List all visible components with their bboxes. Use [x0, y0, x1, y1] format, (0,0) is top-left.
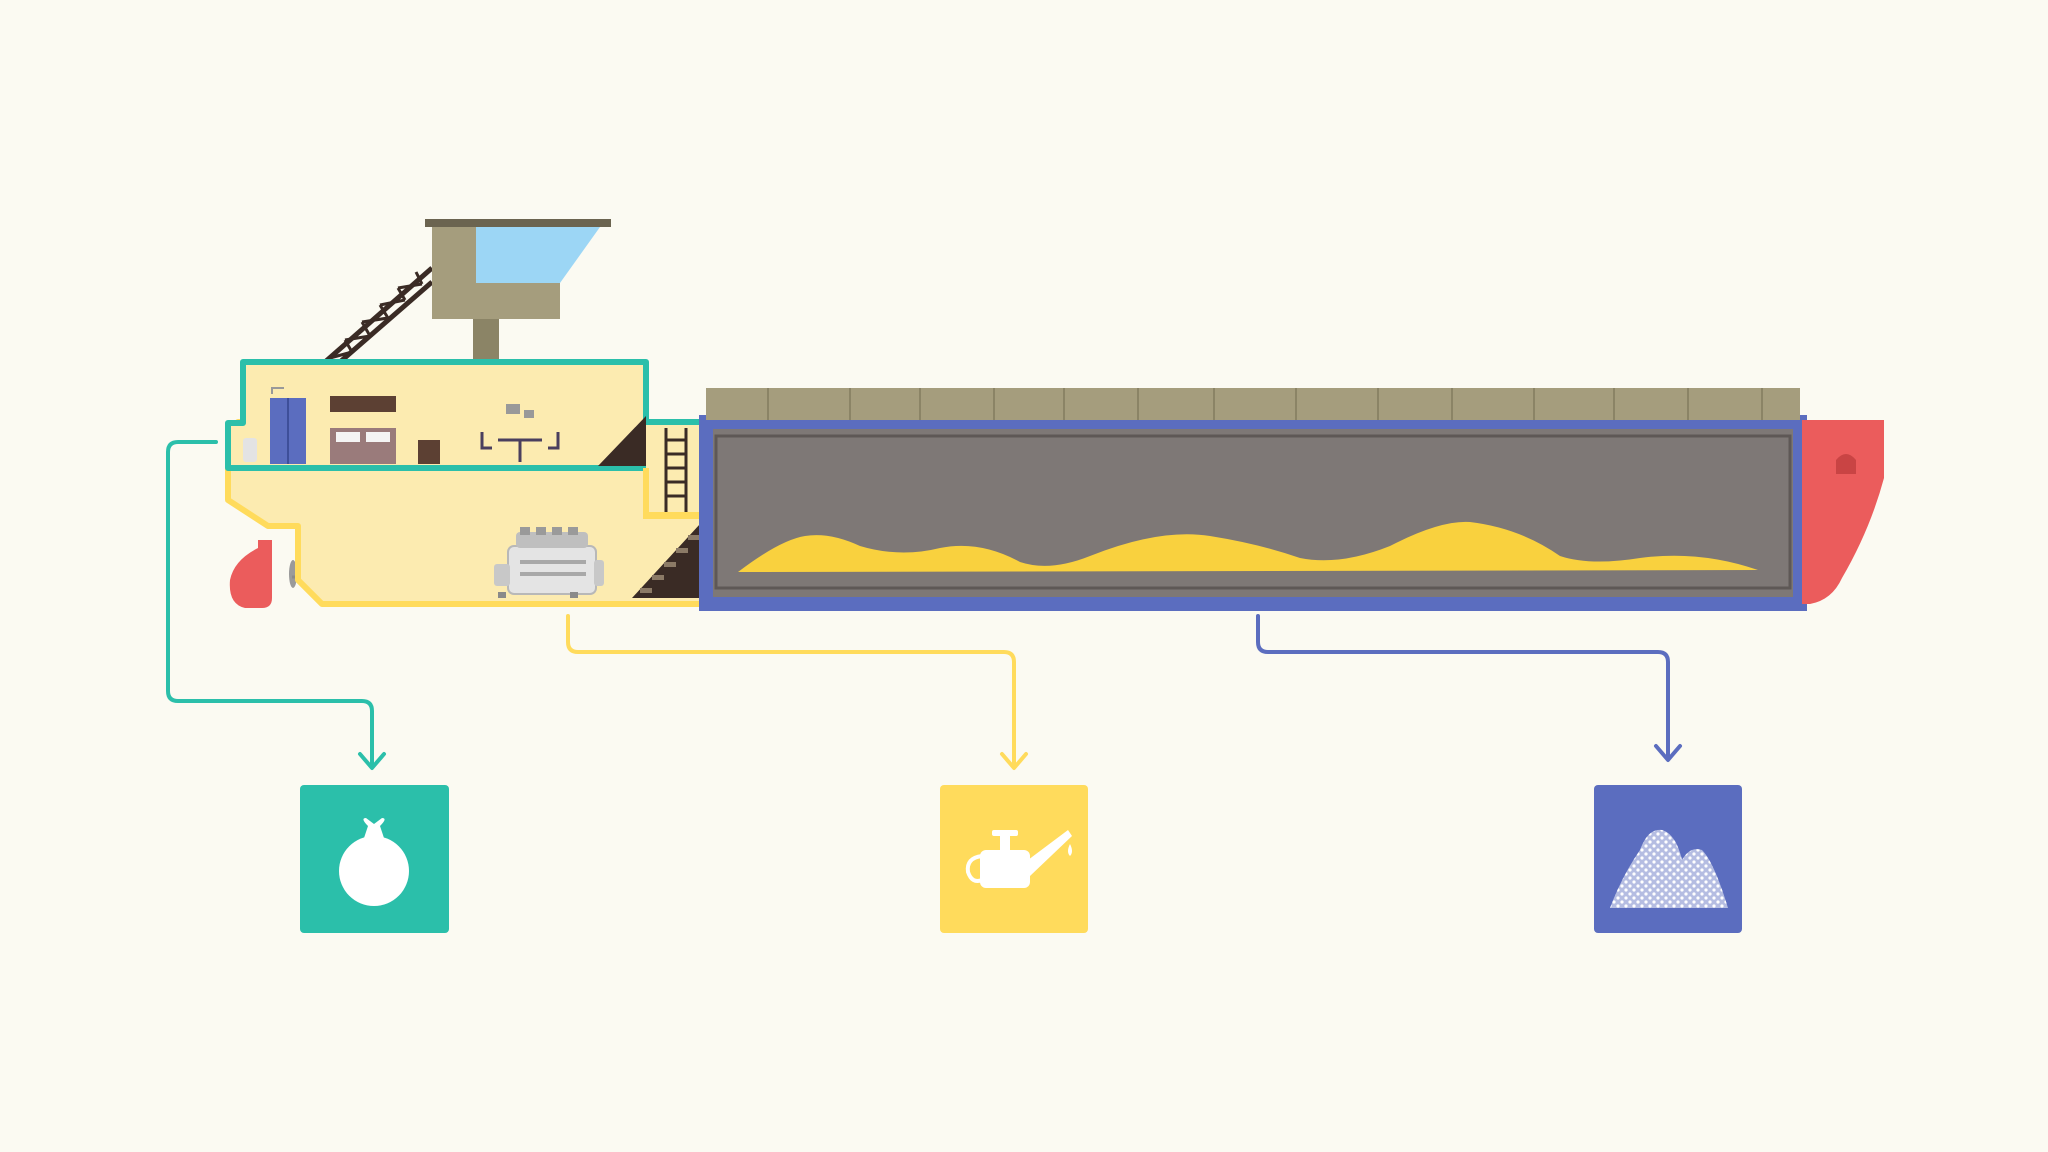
oil-can-icon: [965, 830, 1072, 888]
crane-boom: [323, 266, 434, 364]
nightstand: [418, 440, 440, 464]
shower-head: [271, 387, 284, 394]
cargo-hold-connector: [1256, 614, 1682, 762]
cargo-sand: [738, 521, 1758, 572]
cargo-inner-border: [714, 434, 1792, 590]
engine-room-connector: [566, 614, 1028, 770]
rudder: [229, 540, 272, 608]
bridge-window: [476, 227, 600, 283]
waste-bag-tile: [300, 785, 449, 933]
bow-door: [1836, 454, 1856, 474]
engine-stairs: [632, 524, 700, 598]
cabin-stairs: [598, 416, 646, 466]
ladder: [664, 428, 688, 512]
cargo-hold: [699, 415, 1807, 611]
bridge-roof: [425, 219, 611, 227]
toilet: [243, 438, 257, 462]
shelf: [330, 396, 396, 412]
waste-bag-icon: [339, 818, 409, 906]
engine-corridor-outline: [643, 468, 706, 519]
picture-frame-small: [524, 410, 534, 418]
crew-quarters-connector: [166, 440, 386, 770]
picture-frame: [506, 404, 520, 414]
bed: [330, 428, 396, 464]
bridge-mast: [473, 318, 499, 362]
bow: [1802, 420, 1884, 604]
engine: [494, 527, 604, 598]
sand-pile-tile: [1594, 785, 1742, 933]
oil-can-tile: [940, 785, 1088, 933]
deck-hatch-covers: [706, 388, 1800, 420]
dining-table: [480, 432, 560, 462]
